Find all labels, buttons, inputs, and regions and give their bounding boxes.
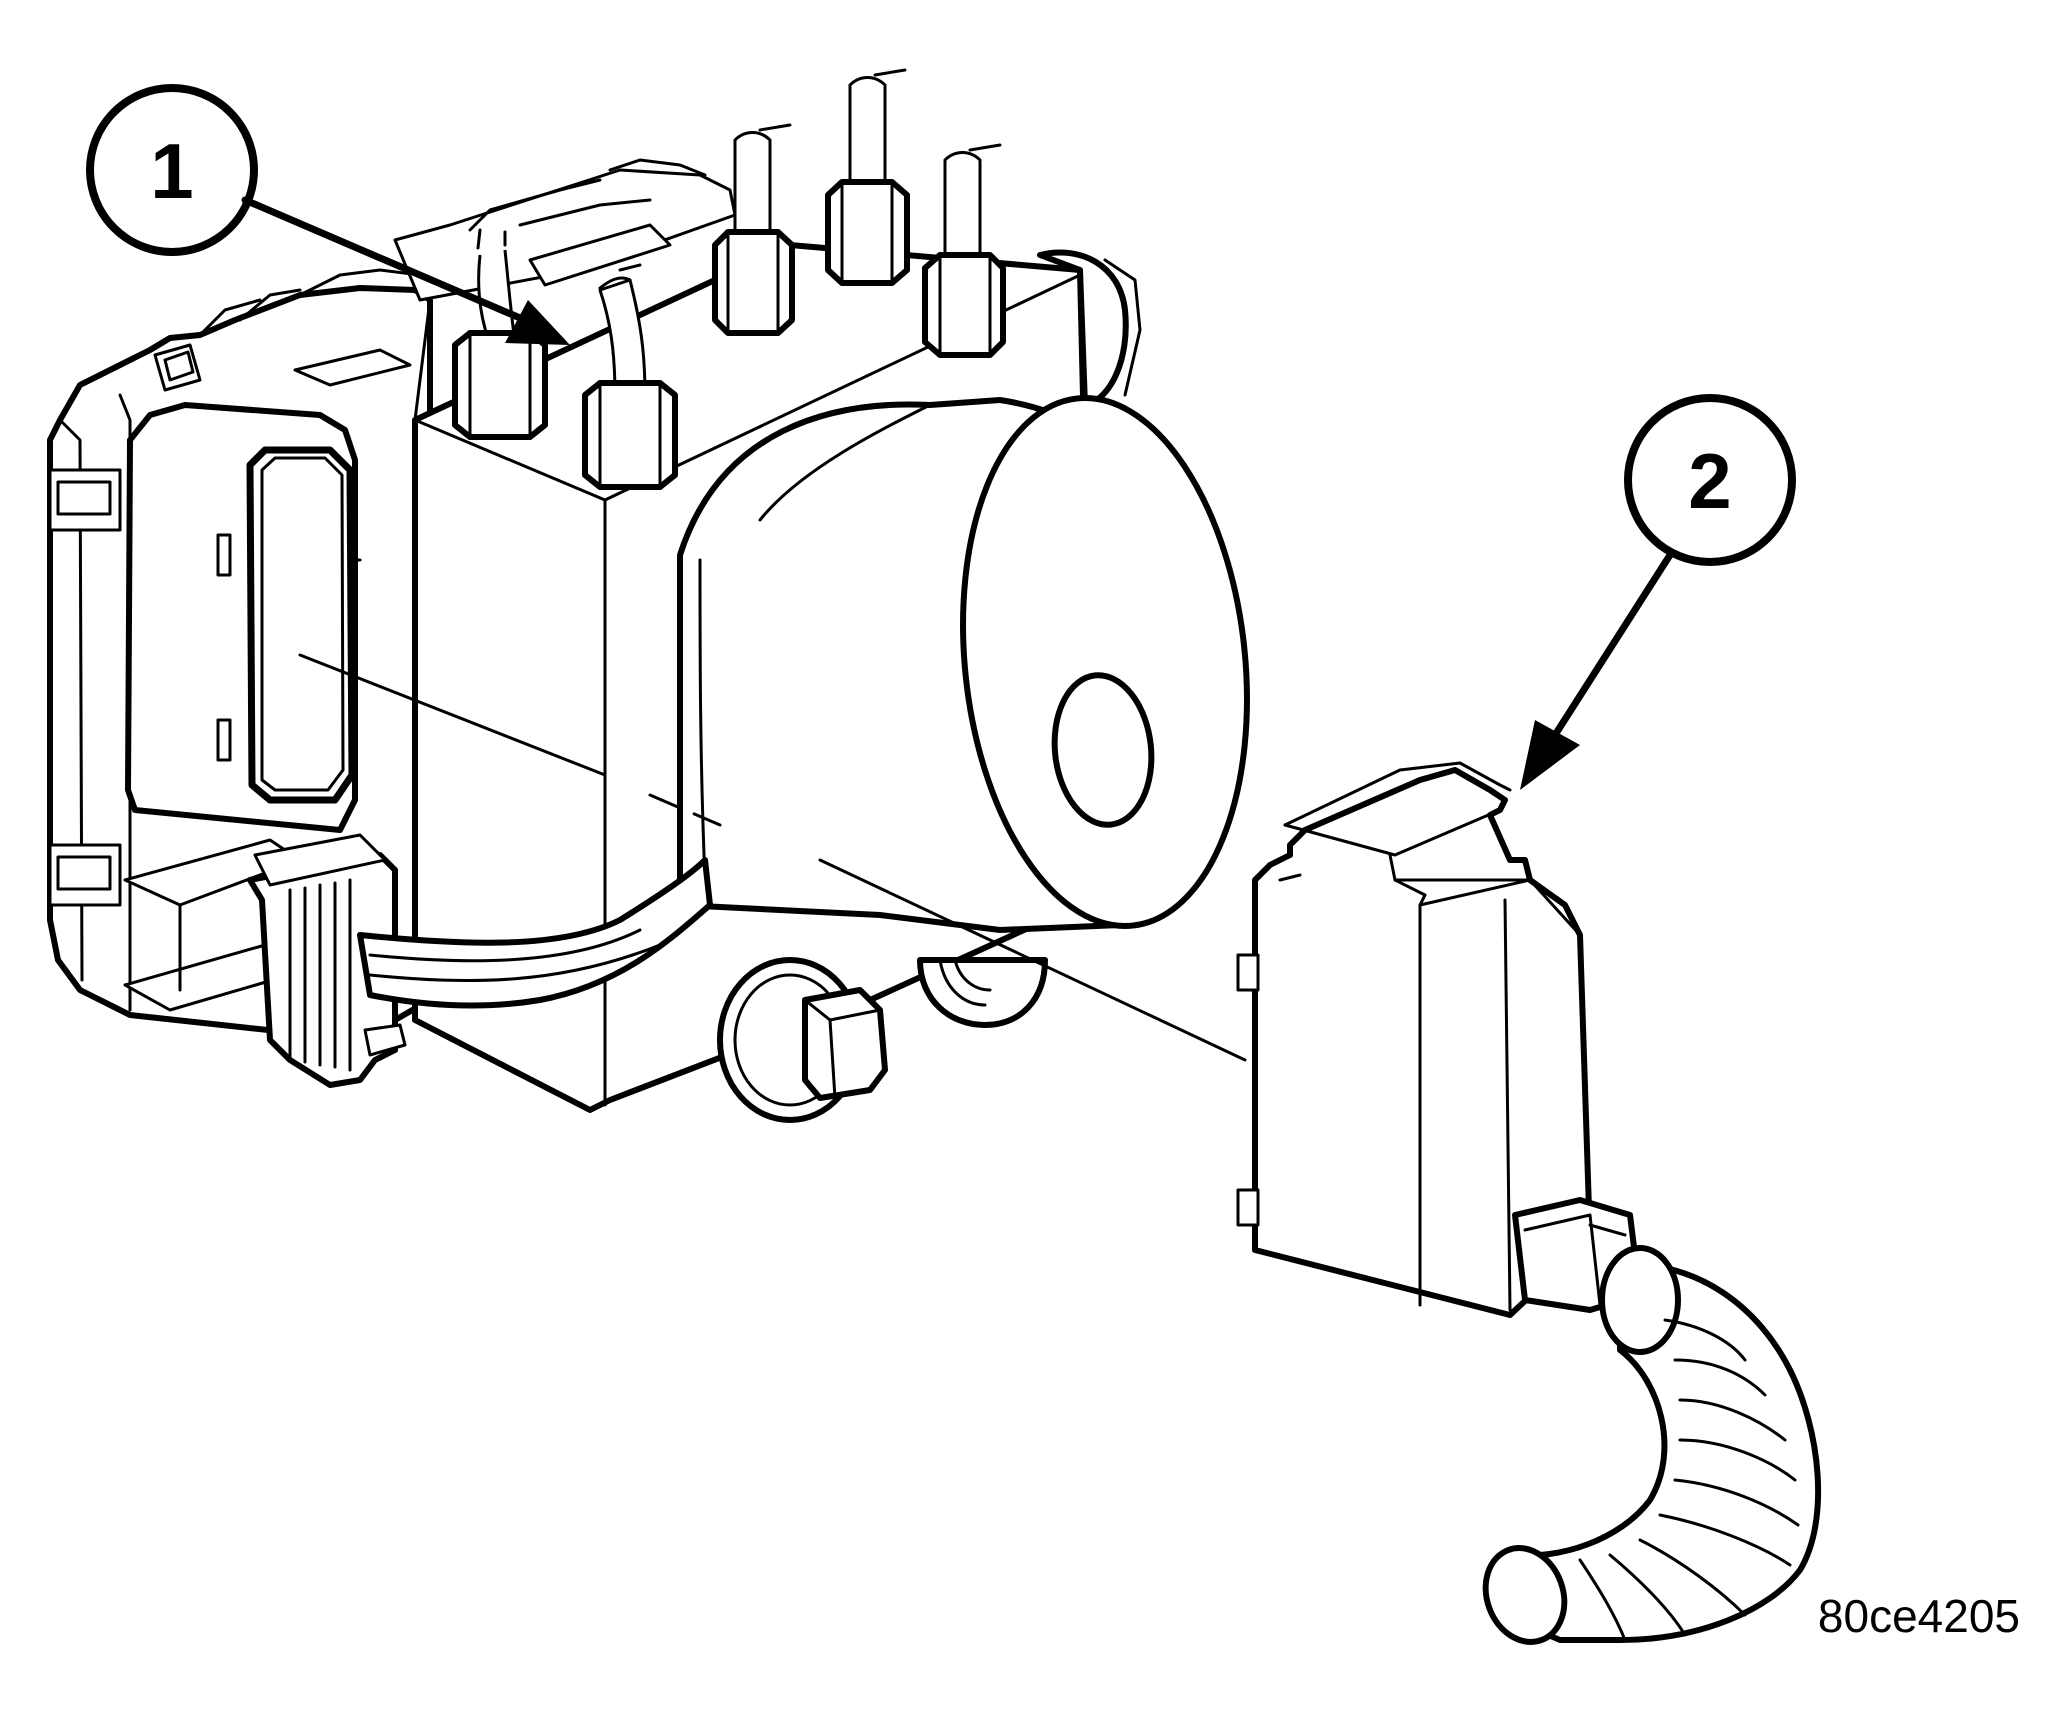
alignment-line — [298, 653, 1247, 1062]
figure-id: 80ce4205 — [1818, 1590, 2020, 1642]
brake-line-fittings — [452, 68, 1006, 490]
brake-fitting — [922, 143, 1006, 358]
brake-fitting — [452, 228, 548, 440]
callout-2: 2 — [1520, 394, 1796, 790]
callout-1: 1 — [86, 84, 570, 345]
brake-fitting — [825, 68, 910, 286]
brake-fitting — [712, 123, 795, 336]
wiring-harness-connector — [1236, 761, 1822, 1645]
mounting-bolt — [717, 957, 888, 1123]
callout-number: 2 — [1688, 437, 1731, 525]
callout-number: 1 — [150, 127, 193, 215]
mounting-bolt — [917, 957, 1048, 1028]
harness-connector — [247, 833, 713, 1088]
pump-motor — [677, 395, 1250, 933]
hydraulic-control-unit — [47, 68, 1250, 1123]
brake-fitting — [582, 263, 678, 490]
